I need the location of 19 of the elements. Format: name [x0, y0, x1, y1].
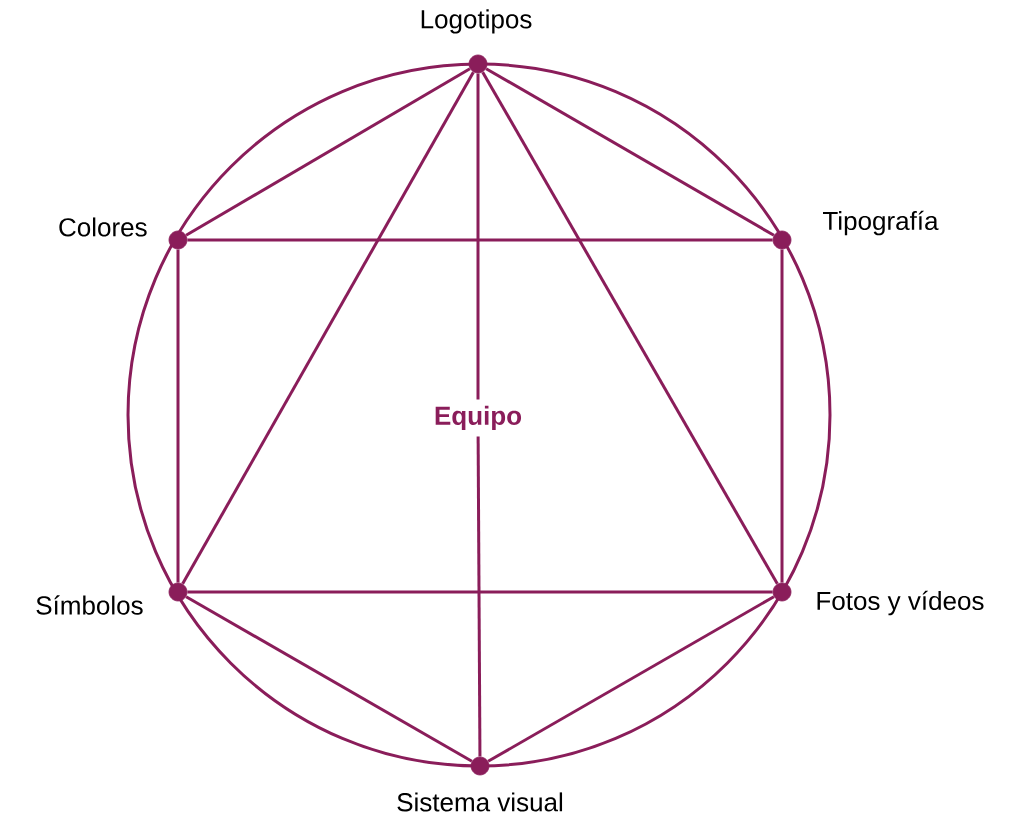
- line: [185, 67, 471, 237]
- line: [187, 238, 773, 242]
- node-label: Colores: [59, 217, 147, 237]
- node-label: Símbolos: [36, 595, 143, 615]
- line: [485, 67, 775, 237]
- line: [780, 249, 784, 583]
- line: [181, 71, 475, 585]
- node-label: Fotos y vídeos: [817, 590, 984, 616]
- node-label: Sistema visual: [397, 792, 563, 812]
- line: [176, 249, 180, 583]
- line: [481, 71, 779, 585]
- line: [487, 595, 775, 763]
- center-label: Equipo: [435, 405, 522, 431]
- node-label: Tipografía: [823, 210, 939, 236]
- line: [476, 73, 480, 400]
- node-label: Logotipos: [421, 9, 532, 34]
- line: [476, 436, 482, 757]
- line: [185, 595, 473, 763]
- line: [187, 590, 773, 594]
